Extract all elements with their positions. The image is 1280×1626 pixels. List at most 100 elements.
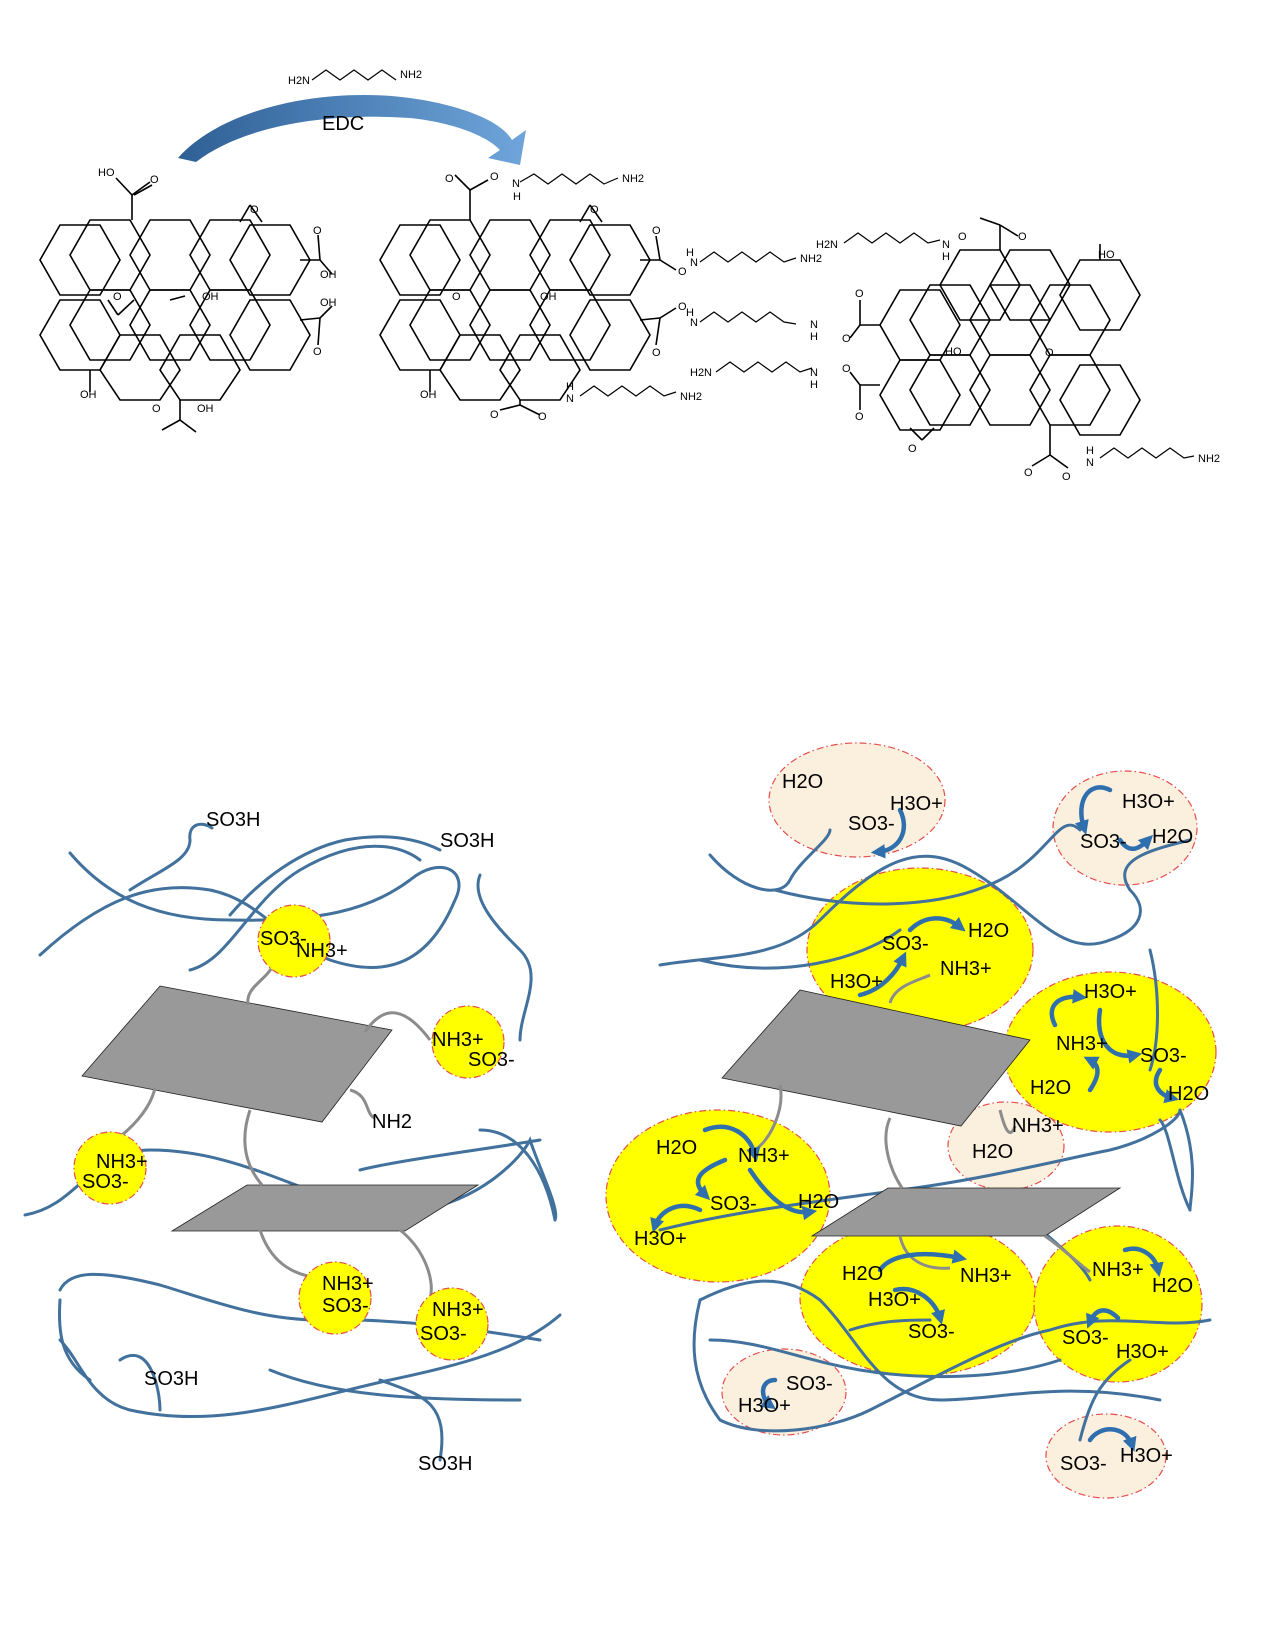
water-domain <box>721 1348 847 1436</box>
transport-arrow <box>650 1203 703 1233</box>
atom-label: O <box>842 363 851 375</box>
atom-label: O <box>250 204 259 216</box>
atom-label: O <box>1045 347 1054 359</box>
sulfonate-label: SO3- <box>260 928 307 950</box>
transport-arrow <box>747 1167 818 1221</box>
atom-label: H <box>942 251 950 263</box>
water-label: H2O <box>1168 1083 1209 1105</box>
water-domain <box>1045 1413 1167 1499</box>
hydronium-label: H3O+ <box>830 971 883 993</box>
graphene-oxide-structure <box>39 177 333 433</box>
sulfonate-label: SO3- <box>882 933 929 955</box>
atom-label: N <box>942 239 950 251</box>
hydronium-label: H3O+ <box>890 793 943 815</box>
ammonium-label: NH3+ <box>940 958 992 980</box>
atom-label: NH2 <box>1198 453 1220 465</box>
atom-label: N <box>566 393 574 405</box>
functionalized-sheet-1-structure <box>379 174 677 416</box>
atom-label: O <box>490 409 499 421</box>
water-label: H2O <box>1030 1077 1071 1099</box>
atom-label: NH2 <box>622 173 644 185</box>
membrane-hydrated-panel: H2O H3O+ SO3- H3O+ SO3- H2O SO3- H2O NH3… <box>605 742 1217 1499</box>
atom-label: O <box>313 225 322 237</box>
ammonium-label: NH3+ <box>1012 1115 1064 1137</box>
reagent-label: EDC <box>322 113 364 135</box>
transport-arrow <box>1074 785 1113 835</box>
ammonium-label: NH3+ <box>1056 1033 1108 1055</box>
atom-label: N <box>810 367 818 379</box>
transport-arrow <box>1153 1067 1179 1104</box>
ion-pair-clusters <box>73 904 505 1361</box>
atom-label: N <box>810 319 818 331</box>
sheet-1-linkers <box>519 173 797 397</box>
transport-arrow <box>759 1377 778 1410</box>
sulfonate-label: SO3- <box>468 1049 515 1071</box>
transport-arrows <box>650 785 1179 1452</box>
polymer-chains <box>658 823 1212 1442</box>
ammonium-label: NH3+ <box>432 1299 484 1321</box>
sulfonic-acid-label: SO3H <box>418 1453 472 1475</box>
atom-label: O <box>1018 231 1027 243</box>
ion-pair-cluster <box>298 1261 372 1335</box>
atom-label: H <box>513 191 521 203</box>
atom-label: O <box>1024 467 1033 479</box>
graphene-sheet <box>81 985 393 1123</box>
sulfonate-label: SO3- <box>1140 1045 1187 1067</box>
transport-arrow <box>702 1124 761 1162</box>
diamine-left-amine: H2N <box>288 75 310 87</box>
water-label: H2O <box>972 1141 1013 1163</box>
ammonium-label: NH3+ <box>960 1265 1012 1287</box>
transport-arrow <box>892 1286 946 1325</box>
atom-label: O <box>958 231 967 243</box>
ion-channel-cluster <box>605 1109 831 1283</box>
transport-arrow <box>1117 834 1154 851</box>
sulfonate-label: SO3- <box>848 813 895 835</box>
water-domain <box>768 742 946 858</box>
sulfonate-label: SO3- <box>1080 831 1127 853</box>
atom-label: O <box>152 403 161 415</box>
sulfonate-label: SO3- <box>1062 1327 1109 1349</box>
hydronium-label: H3O+ <box>1084 981 1137 1003</box>
graphene-sheet <box>721 989 1031 1127</box>
sulfonate-label: SO3- <box>710 1193 757 1215</box>
ion-pair-cluster <box>431 1005 505 1079</box>
sulfonate-label: SO3- <box>82 1171 129 1193</box>
atom-label: O <box>678 266 687 278</box>
atom-label: NH2 <box>800 253 822 265</box>
water-label: H2O <box>656 1137 697 1159</box>
atom-label: H <box>810 331 818 343</box>
atom-label: O <box>113 291 122 303</box>
water-label: H2O <box>798 1191 839 1213</box>
transport-arrow <box>870 807 907 859</box>
water-label: H2O <box>782 771 823 793</box>
ammonium-label: NH3+ <box>738 1145 790 1167</box>
atom-label: O <box>908 443 917 455</box>
transport-arrow <box>1083 1056 1100 1093</box>
atom-label: H <box>566 381 574 393</box>
graphene-sheets <box>721 989 1122 1237</box>
curved-arrow-icon <box>178 94 526 165</box>
sheet-2-linkers <box>715 232 1195 459</box>
atom-label: OH <box>320 269 337 281</box>
water-label: H2O <box>1152 826 1193 848</box>
atom-label: H2N <box>816 239 838 251</box>
atom-label: O <box>452 291 461 303</box>
transport-arrow <box>1122 1246 1164 1278</box>
atom-label: N <box>512 178 520 190</box>
diamine-right-amine: NH2 <box>400 69 422 81</box>
functionalized-sheet-2-structure <box>849 217 1141 469</box>
ammonium-label: NH3+ <box>322 1273 374 1295</box>
transport-arrow <box>1049 989 1088 1028</box>
transport-arrow <box>1087 1427 1137 1452</box>
water-label: H2O <box>1152 1275 1193 1297</box>
atom-label: N <box>690 257 698 269</box>
atom-label: N <box>1086 457 1094 469</box>
atom-label: O <box>842 333 851 345</box>
water-label: H2O <box>968 920 1009 942</box>
ion-pair-cluster <box>257 904 331 978</box>
hydronium-label: H3O+ <box>738 1395 791 1417</box>
ammonium-label: NH3+ <box>432 1029 484 1051</box>
hydronium-label: H3O+ <box>1116 1341 1169 1363</box>
hydronium-label: H3O+ <box>1122 791 1175 813</box>
